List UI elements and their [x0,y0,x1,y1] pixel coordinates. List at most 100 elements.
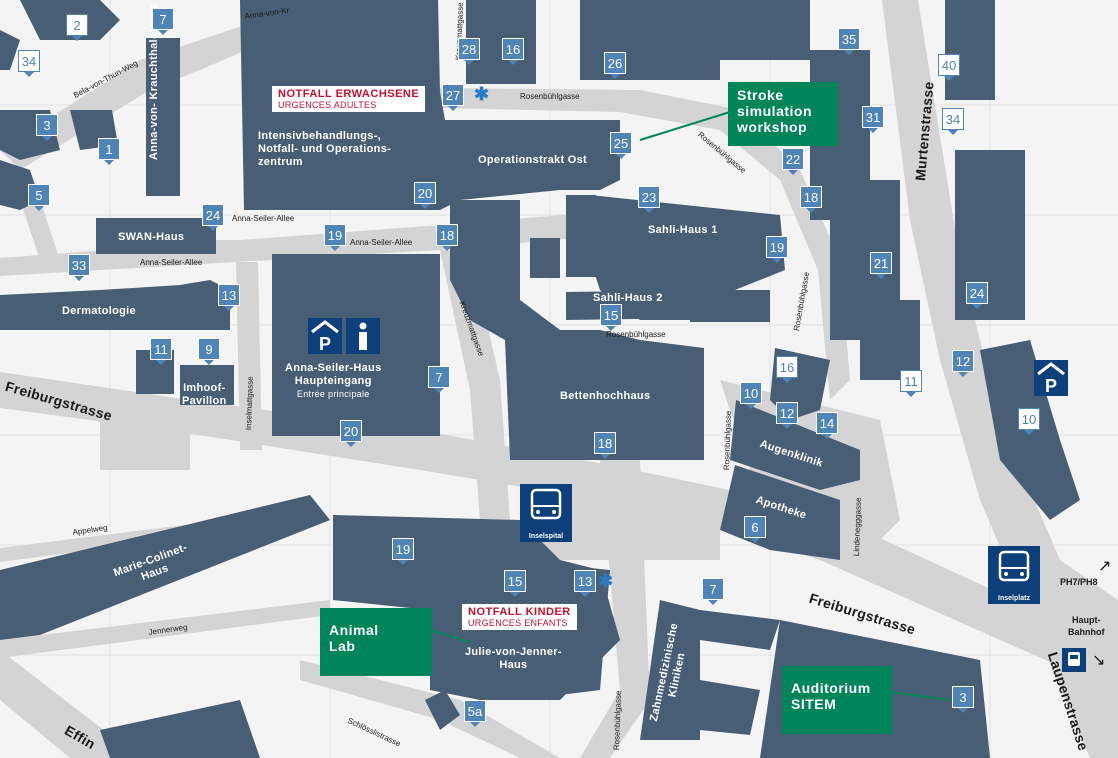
svg-text:P: P [1045,376,1057,396]
info-icon-glyph [359,322,367,350]
building-dermatologie[interactable]: Dermatologie [62,305,136,317]
building-number-badge[interactable]: 3 [36,114,58,141]
callout-auditorium-sitem[interactable]: Auditorium SITEM [782,666,892,734]
building-number-badge[interactable]: 23 [638,186,660,213]
building-number-badge[interactable]: 31 [862,106,884,133]
building-number-badge[interactable]: 27 [442,84,464,111]
hbf-line1: Haupt- [1072,615,1101,625]
building-number-badge[interactable]: 21 [870,252,892,279]
info-icon[interactable] [346,318,380,354]
building-number-badge[interactable]: 34 [18,50,40,77]
building-bettenhochhaus[interactable]: Bettenhochhaus [560,390,651,402]
building-number-badge[interactable]: 24 [202,204,224,231]
building-number-badge[interactable]: 13 [574,570,596,597]
callout-animal-lab[interactable]: Animal Lab [320,608,432,676]
building-number-badge[interactable]: 20 [340,420,362,447]
building-number-badge[interactable]: 28 [458,38,480,65]
stroke-line2: simulation [737,103,813,119]
jenner-line2: Haus [499,659,528,671]
building-number-badge[interactable]: 20 [414,182,436,209]
building-number-badge[interactable]: 11 [900,370,922,397]
parking-icon[interactable]: P [308,318,342,354]
intensiv-line1: Intensivbehandlungs-, [258,130,382,142]
building-number-badge[interactable]: 5 [28,184,50,211]
street-rosenbuehlgasse-mid: Rosenbühlgasse [606,330,666,339]
building-number-badge[interactable]: 34 [942,108,964,135]
building-number-badge[interactable]: 24 [966,282,988,309]
building-imhoof[interactable]: Imhoof- Pavillon [182,382,227,408]
intensiv-line3: zentrum [258,156,303,168]
callout-stroke-workshop[interactable]: Stroke simulation workshop [728,82,838,146]
building-number-badge[interactable]: 5a [464,700,486,727]
building-number-badge[interactable]: 19 [766,236,788,263]
building-number-badge[interactable]: 35 [838,28,860,55]
building-number-badge[interactable]: 10 [740,382,762,409]
audi-line1: Auditorium [791,680,871,696]
building-number-badge[interactable]: 1 [98,138,120,165]
building-number-badge[interactable]: 14 [816,412,838,439]
building-number-badge[interactable]: 15 [600,304,622,331]
imhoof-line2: Pavillon [182,395,227,407]
building-anna-seiler[interactable]: Anna-Seiler-Haus Haupteingang Entrée pri… [285,362,382,401]
building-number-badge[interactable]: 7 [428,366,450,393]
building-number-badge[interactable]: 12 [952,350,974,377]
parking-right-glyph: P [1037,362,1065,396]
emergency-children-title: NOTFALL KINDER [468,606,571,618]
audi-line2: SITEM [791,696,837,712]
building-number-badge[interactable]: 19 [392,538,414,565]
building-number-badge[interactable]: 15 [504,570,526,597]
asa-sub: Entrée principale [296,389,370,399]
building-sahli2[interactable]: Sahli-Haus 2 [593,292,663,304]
building-number-badge[interactable]: 18 [436,224,458,251]
building-number-badge[interactable]: 16 [502,38,524,65]
bus-stop-inselspital[interactable]: Inselspital [520,484,572,542]
building-number-badge[interactable]: 33 [68,254,90,281]
emergency-adults-sub: URGENCES ADULTES [278,100,377,110]
building-number-badge[interactable]: 19 [324,224,346,251]
train-icon[interactable] [1062,648,1086,672]
building-swan[interactable]: SWAN-Haus [118,231,185,243]
building-number-badge[interactable]: 18 [594,432,616,459]
imhoof-line1: Imhoof- [183,382,226,394]
street-rosenbuehlgasse-top: Rosenbühlgasse [520,92,580,101]
building-jenner[interactable]: Julie-von-Jenner- Haus [465,646,562,672]
building-number-badge[interactable]: 18 [800,186,822,213]
parking-right-icon[interactable]: P [1034,360,1068,396]
building-number-badge[interactable]: 3 [952,686,974,713]
arrow-ne-icon: ↗ [1098,558,1112,575]
stroke-line1: Stroke [737,87,784,103]
avk-line2: Krauchthal- [148,35,160,100]
stroke-line3: workshop [737,119,808,135]
building-sahli1[interactable]: Sahli-Haus 1 [648,224,718,236]
emergency-children[interactable]: NOTFALL KINDER URGENCES ENFANTS [462,604,577,630]
building-number-badge[interactable]: 40 [938,54,960,81]
hauptbahnhof-label: Haupt- Bahnhof [1068,614,1105,638]
building-intensiv[interactable]: Intensivbehandlungs-, Notfall- und Opera… [258,130,391,169]
building-number-badge[interactable]: 11 [150,338,172,365]
building-number-badge[interactable]: 12 [776,402,798,429]
medical-star-icon: ✱ [474,84,490,104]
hbf-line2: Bahnhof [1068,627,1105,637]
building-number-badge[interactable]: 25 [610,132,632,159]
building-number-badge[interactable]: 7 [152,8,174,35]
building-number-badge[interactable]: 9 [198,338,220,365]
emergency-children-sub: URGENCES ENFANTS [468,618,568,628]
building-number-badge[interactable]: 16 [776,356,798,383]
avk-line1: Anna-von- [148,102,160,160]
asa-line2: Haupteingang [294,375,372,387]
street-anna-seiler-allee-3: Anna-Seiler-Allee [140,258,203,267]
building-number-badge[interactable]: 26 [604,52,626,79]
building-ops-ost[interactable]: Operationstrakt Ost [478,154,588,166]
emergency-adults[interactable]: NOTFALL ERWACHSENE URGENCES ADULTES [272,86,426,112]
building-number-badge[interactable]: 7 [702,578,724,605]
building-number-badge[interactable]: 13 [218,284,240,311]
bus-stop-inselplatz[interactable]: Inselplatz [988,546,1040,604]
jenner-line1: Julie-von-Jenner- [465,646,562,658]
building-number-badge[interactable]: 2 [66,14,88,41]
building-number-badge[interactable]: 22 [782,148,804,175]
building-number-badge[interactable]: 10 [1018,408,1040,435]
building-number-badge[interactable]: 6 [744,516,766,543]
ph-label: PH7/PH8 [1060,577,1098,587]
arrow-se-icon: ↘ [1092,652,1106,669]
